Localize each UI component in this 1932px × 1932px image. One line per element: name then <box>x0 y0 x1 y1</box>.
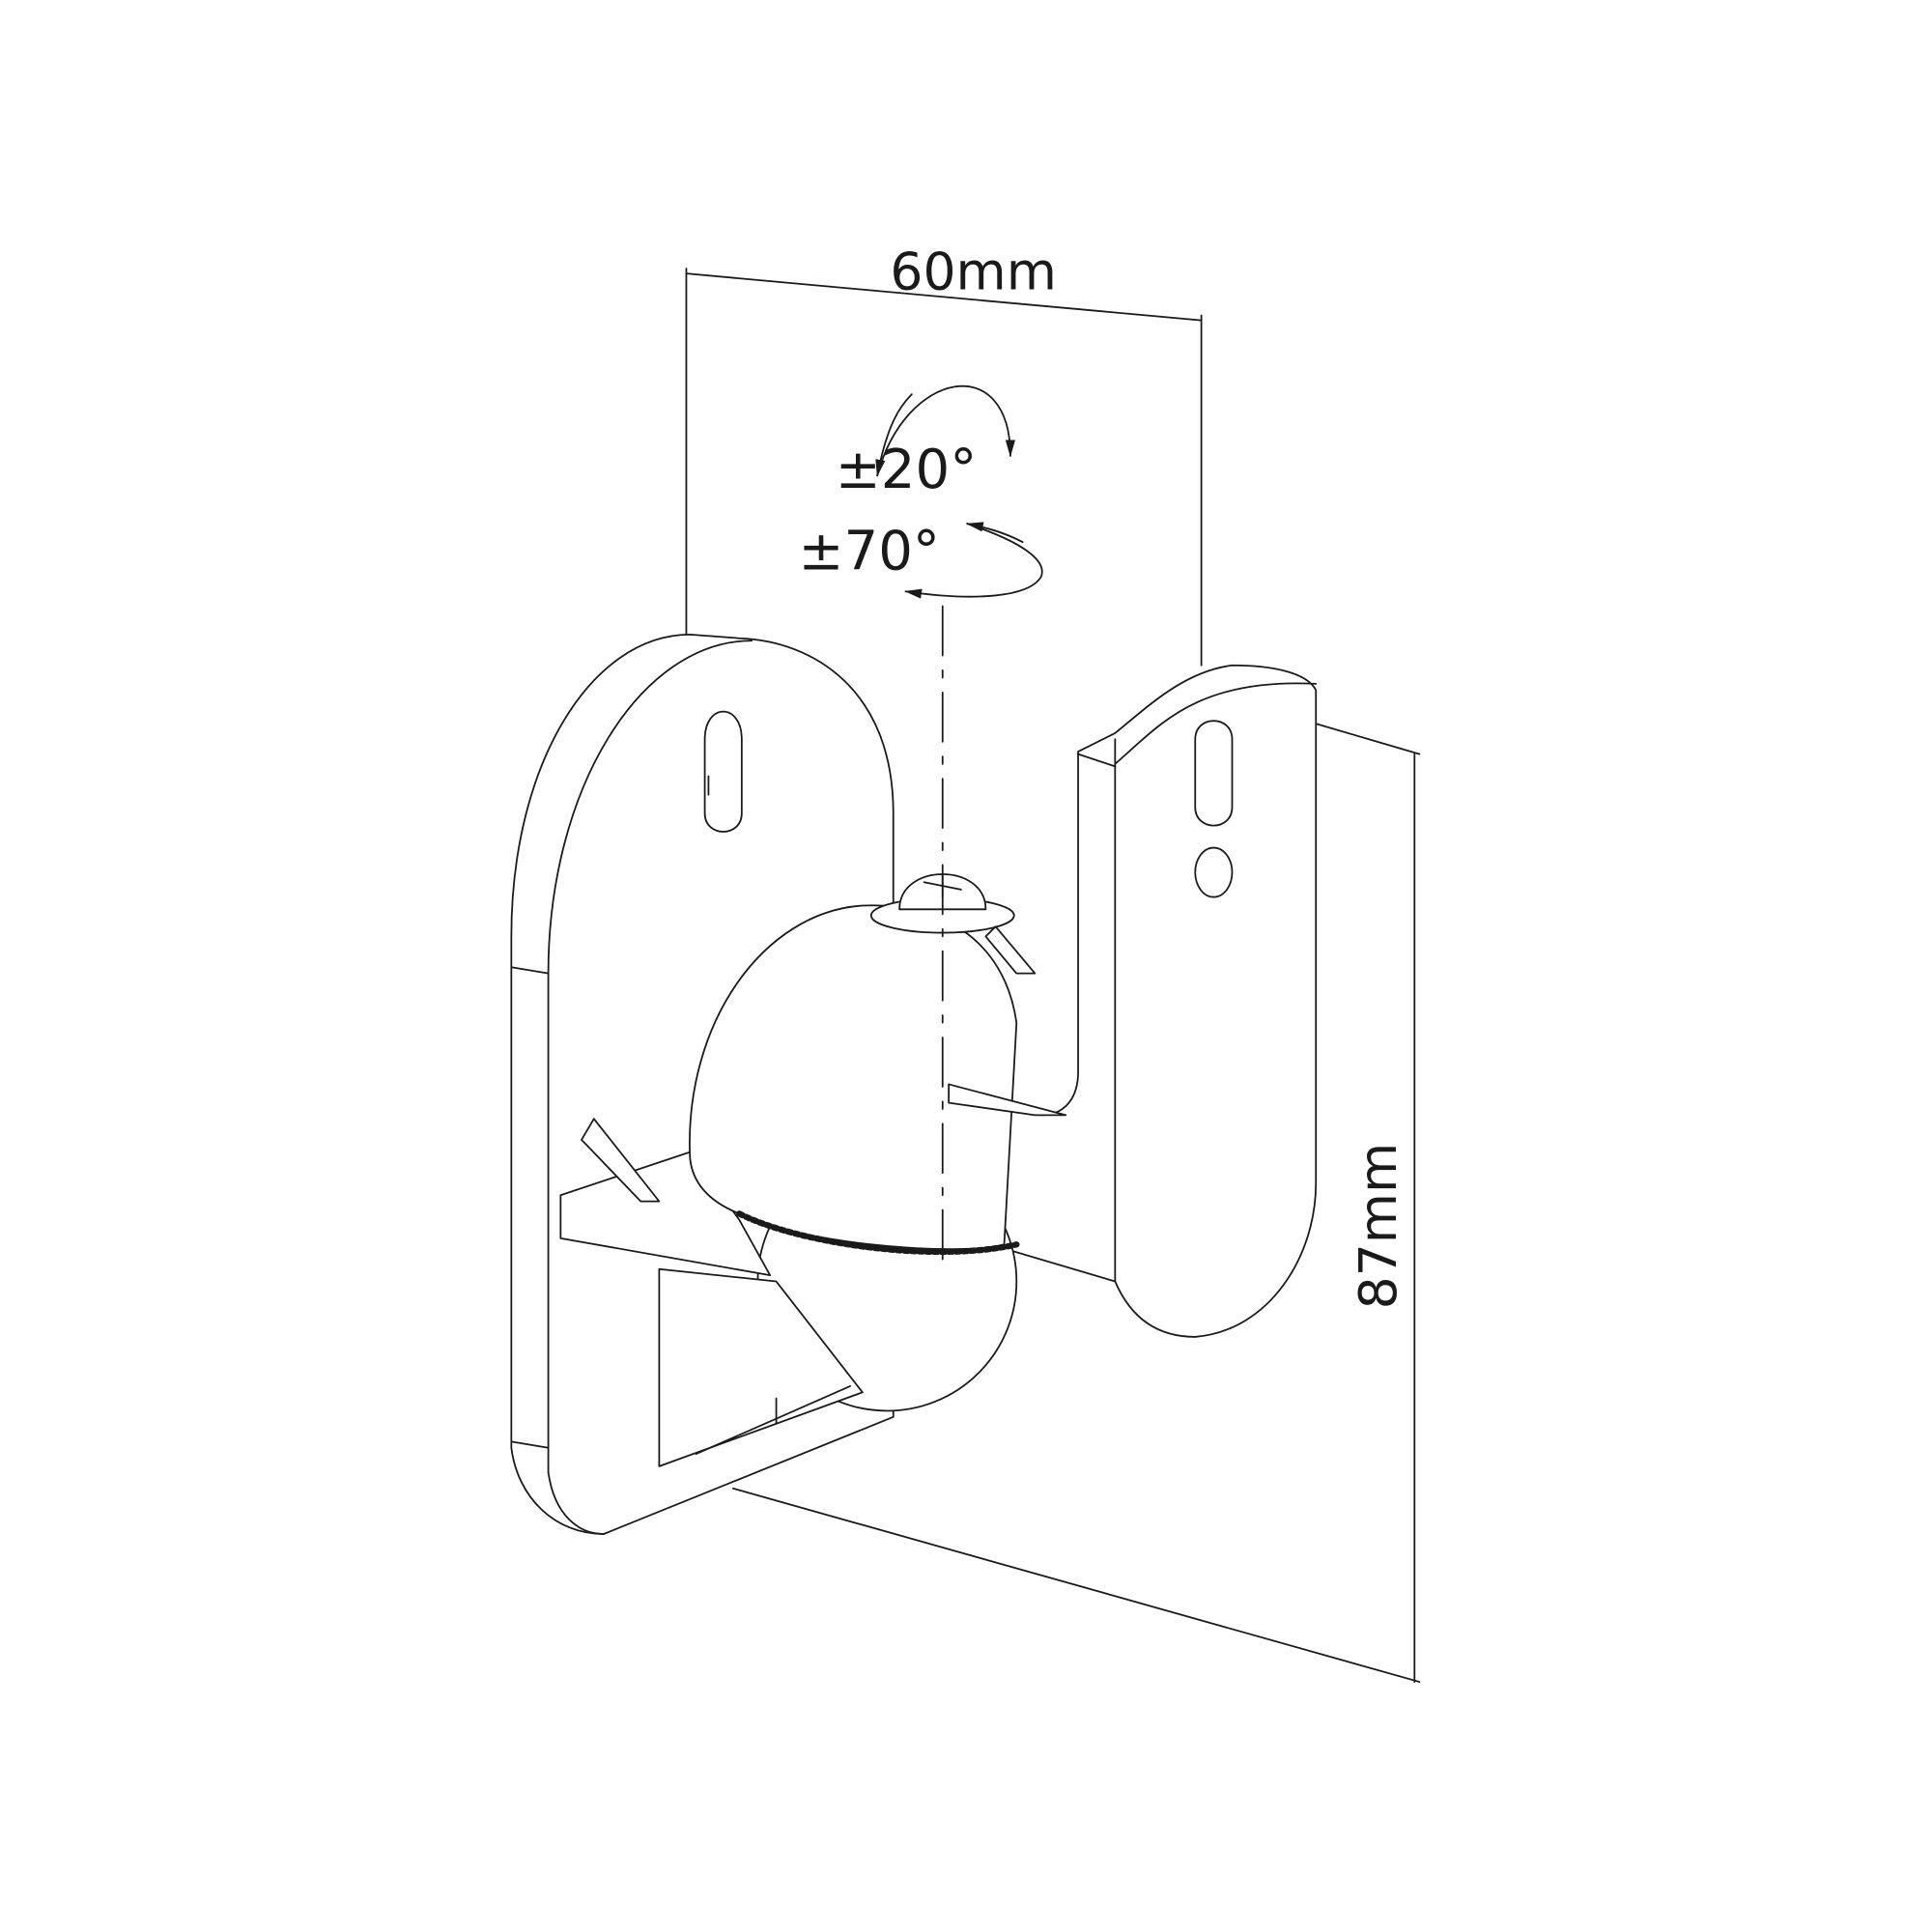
left-mounting-slot <box>703 710 743 833</box>
right-mounting-hole <box>1194 846 1234 898</box>
width-label: 60mm <box>890 242 1057 302</box>
tilt-arrow-icon <box>875 384 1016 477</box>
swivel-arrow-icon <box>904 522 1043 599</box>
screw-icon <box>869 873 1037 975</box>
swivel-label: ±70° <box>799 520 940 582</box>
width-dimension <box>685 268 1203 667</box>
tilt-label: ±20° <box>836 439 977 501</box>
right-mounting-slot <box>1194 720 1234 827</box>
height-label: 87mm <box>1348 1143 1408 1310</box>
speaker-arm <box>559 1118 864 1467</box>
